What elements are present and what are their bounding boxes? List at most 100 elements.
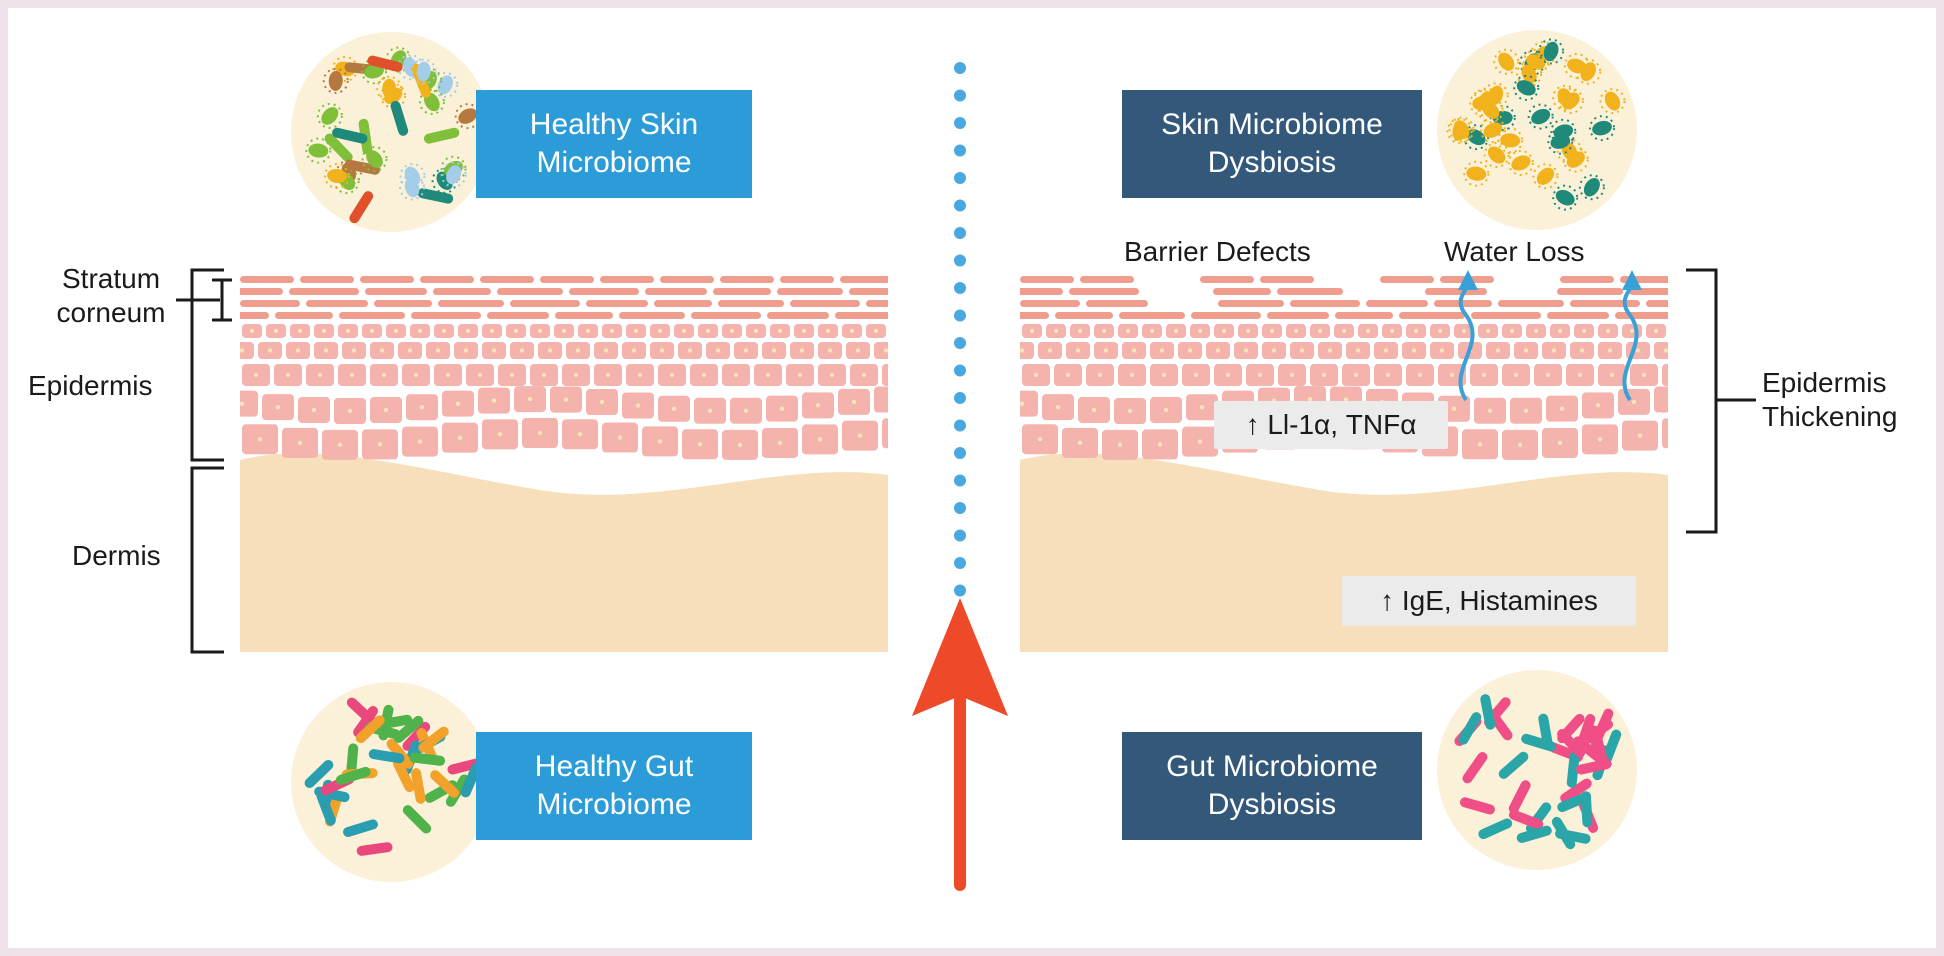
corneum-cell <box>720 276 774 283</box>
microbe <box>1480 694 1496 730</box>
corneum-cell <box>420 276 474 283</box>
microbe <box>1592 120 1612 136</box>
microbe <box>447 758 483 775</box>
microbe-spikes <box>1448 116 1475 143</box>
cell-nucleus <box>267 348 273 353</box>
stratum-corneum-label: Stratum corneum <box>36 262 186 330</box>
cell-nucleus <box>707 408 713 413</box>
microbe <box>1511 155 1531 171</box>
cell-nucleus <box>1215 348 1221 353</box>
cell-nucleus <box>1299 348 1305 353</box>
cell-nucleus <box>671 406 677 411</box>
epidermis-thickening-label: Epidermis Thickening <box>1762 366 1897 434</box>
ige-histamines-pill: ↑ IgE, Histamines <box>1342 576 1636 626</box>
epidermis-cell <box>1020 390 1038 417</box>
corneum-cell <box>1380 276 1434 283</box>
cell-nucleus <box>1199 404 1205 410</box>
cell-nucleus <box>1289 372 1295 378</box>
cell-nucleus <box>1485 328 1491 334</box>
cell-nucleus <box>898 431 902 435</box>
microbe <box>404 177 420 198</box>
microbe <box>324 133 353 163</box>
cell-nucleus <box>883 348 888 353</box>
divider-dot <box>954 117 966 129</box>
cell-nucleus <box>577 432 583 437</box>
thickening-bracket <box>1686 268 1756 534</box>
microbe <box>382 78 397 99</box>
dysbiosis-gut-microbes-icon <box>1437 670 1637 870</box>
divider-dot <box>954 227 966 239</box>
cell-nucleus <box>381 372 387 378</box>
label-line: Stratum <box>61 263 161 294</box>
microbe-spikes <box>1483 141 1510 168</box>
cell-nucleus <box>737 442 743 448</box>
cell-nucleus <box>585 328 591 334</box>
water-loss-arrows-icon <box>1458 270 1642 402</box>
microbe <box>1500 133 1521 148</box>
corneum-cell <box>586 300 648 307</box>
microbe <box>1466 129 1486 146</box>
cell-nucleus <box>1075 348 1081 353</box>
cell-nucleus <box>1117 442 1123 448</box>
cell-nucleus <box>851 399 857 405</box>
cell-nucleus <box>603 348 609 353</box>
epidermis-cell <box>1654 386 1668 413</box>
cell-nucleus <box>1103 348 1109 353</box>
cell-nucleus <box>1413 328 1419 334</box>
dysbiosis-skin-microbes-icon <box>1437 30 1637 230</box>
corneum-cell <box>306 300 368 307</box>
microbe <box>1560 778 1592 804</box>
dermis-label: Dermis <box>72 540 161 571</box>
cell-nucleus <box>417 439 423 444</box>
corneum-cell <box>240 300 300 307</box>
cell-nucleus <box>393 328 399 334</box>
cell-nucleus <box>1055 404 1061 410</box>
cell-nucleus <box>1605 328 1611 334</box>
cell-nucleus <box>497 432 503 437</box>
cell-nucleus <box>297 440 303 446</box>
microbe <box>1543 41 1559 62</box>
microbe <box>1551 816 1576 850</box>
cell-nucleus <box>1437 328 1443 334</box>
cell-nucleus <box>417 328 423 334</box>
cell-nucleus <box>659 348 665 353</box>
microbe-spikes <box>410 58 437 85</box>
cell-nucleus <box>275 404 281 410</box>
microbe <box>446 165 462 185</box>
microbe <box>1458 712 1482 745</box>
cell-nucleus <box>1597 437 1603 442</box>
cell-nucleus <box>657 328 663 334</box>
cell-nucleus <box>1557 328 1563 334</box>
microbe-spikes <box>361 58 388 85</box>
microbe <box>1508 780 1531 814</box>
corneum-cell <box>540 276 594 283</box>
cell-nucleus <box>631 348 637 353</box>
banner-line: Microbiome <box>536 788 692 821</box>
cell-nucleus <box>383 407 389 413</box>
corneum-cell <box>600 276 654 283</box>
cell-nucleus <box>1495 348 1501 353</box>
cell-nucleus <box>1557 440 1563 446</box>
cell-nucleus <box>777 440 783 446</box>
cell-nucleus <box>311 407 317 413</box>
cell-nucleus <box>1674 373 1678 377</box>
cell-nucleus <box>1125 328 1131 334</box>
corneum-cell <box>1069 288 1139 295</box>
cell-nucleus <box>887 398 888 401</box>
cell-nucleus <box>463 348 469 353</box>
cell-nucleus <box>1439 348 1445 353</box>
cell-nucleus <box>1029 328 1035 334</box>
cytokines-pill: ↑ Ll-1α, TNFα <box>1214 401 1448 449</box>
corneum-cell <box>1080 276 1134 283</box>
corneum-cell <box>840 276 888 283</box>
microbe <box>416 61 431 82</box>
cell-nucleus <box>1487 408 1493 413</box>
microbe <box>328 70 343 91</box>
corneum-cell <box>777 288 843 295</box>
divider-dot <box>954 529 966 542</box>
cell-nucleus <box>297 328 303 334</box>
microbe <box>1538 713 1553 750</box>
corneum-cell <box>339 312 405 319</box>
cell-nucleus <box>457 435 463 440</box>
